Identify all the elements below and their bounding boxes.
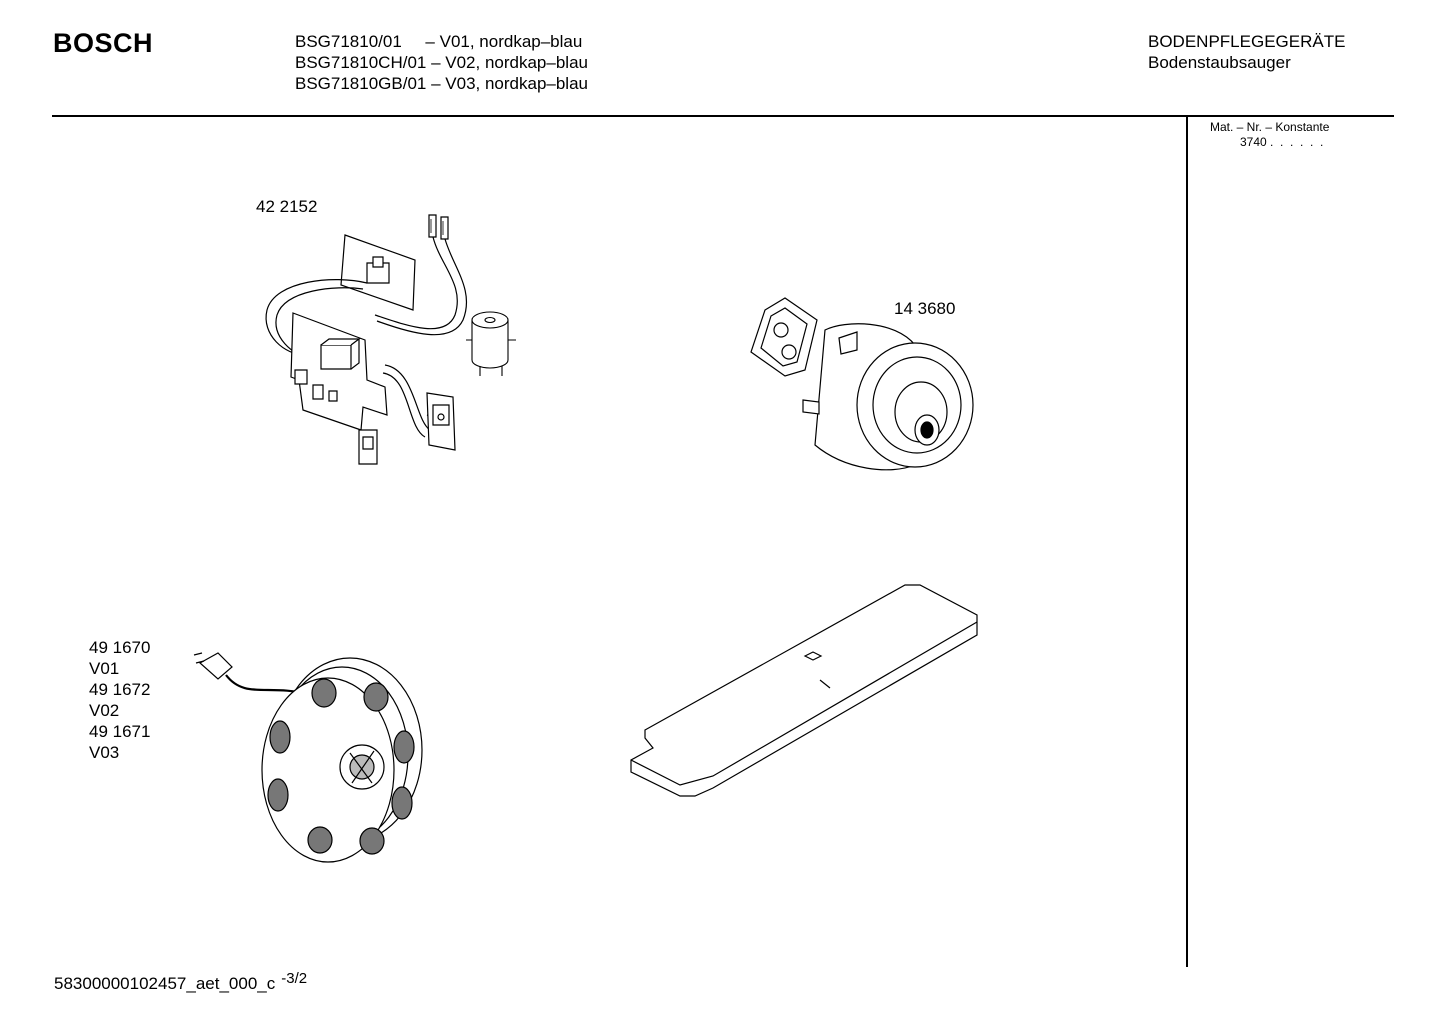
cable-reel-line: 49 1671 xyxy=(89,722,151,741)
page-number: -3/2 xyxy=(281,970,308,987)
document-footer: 58300000102457_aet_000_c -3/2 xyxy=(54,970,307,994)
model-line-v03: BSG71810GB/01 – V03, nordkap–blau xyxy=(295,74,588,93)
category-title: BODENPFLEGEGERÄTE xyxy=(1148,32,1346,51)
model-list: BSG71810/01 – V01, nordkap–blau BSG71810… xyxy=(295,31,588,94)
part-number-electronics: 42 2152 xyxy=(256,197,318,216)
header-divider xyxy=(52,115,1394,117)
part-number-cable-reel: 49 1670 V01 49 1672 V02 49 1671 V03 xyxy=(89,637,150,763)
filter-plate-drawing xyxy=(625,580,985,805)
material-constant: Mat. – Nr. – Konstante 3740 . . . . . . xyxy=(1210,120,1329,150)
cable-reel-line: 49 1672 xyxy=(89,680,151,699)
model-line-v02: BSG71810CH/01 – V02, nordkap–blau xyxy=(295,53,588,72)
document-id: 58300000102457_aet_000_c xyxy=(54,974,276,993)
material-constant-label: Mat. – Nr. – Konstante xyxy=(1210,120,1330,134)
cable-reel-line: V01 xyxy=(89,659,120,678)
brand-logo: BOSCH xyxy=(53,28,154,58)
model-line-v01: BSG71810/01 – V01, nordkap–blau xyxy=(295,32,583,51)
motor-drawing xyxy=(745,290,985,500)
cable-reel-drawing xyxy=(190,645,450,870)
part-number-motor: 14 3680 xyxy=(894,299,956,318)
sidebar-divider xyxy=(1186,117,1188,967)
cable-reel-line: V02 xyxy=(89,701,120,720)
cable-reel-line: 49 1670 xyxy=(89,638,151,657)
electronics-module-drawing xyxy=(255,205,535,475)
category-subtitle: Bodenstaubsauger xyxy=(1148,53,1291,72)
cable-reel-line: V03 xyxy=(89,743,120,762)
category-block: BODENPFLEGEGERÄTE Bodenstaubsauger xyxy=(1148,31,1345,73)
capacitor-drawing xyxy=(462,300,532,376)
material-constant-value: 3740 . . . . . . xyxy=(1240,135,1324,149)
